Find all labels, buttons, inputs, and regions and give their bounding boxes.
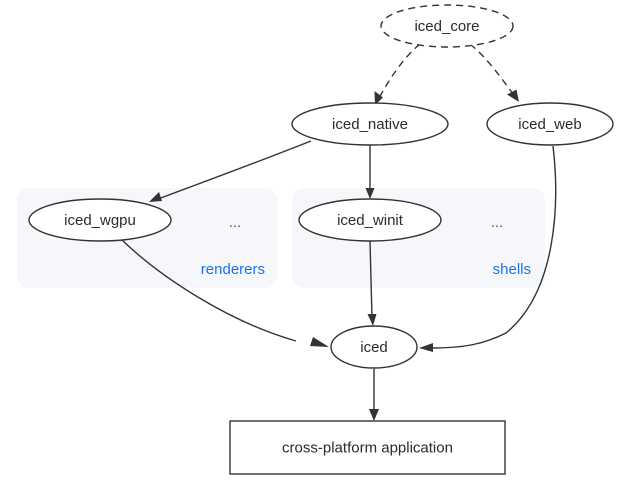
node-cross-platform-application[interactable]: cross-platform application: [229, 420, 506, 475]
edge-wgpu-to-iced-arrowhead: [310, 337, 329, 347]
edge-native-to-winit-arrowhead: [365, 188, 375, 199]
node-cross-platform-application-shape[interactable]: [229, 420, 506, 475]
edge-core-to-web-line: [469, 43, 514, 95]
edge-wgpu-to-iced-line: [120, 238, 297, 342]
edge-core-to-native-line: [378, 43, 421, 99]
edge-winit-to-iced: [367, 240, 377, 326]
edge-web-to-iced: [419, 145, 557, 352]
node-iced-native[interactable]: iced_native: [291, 102, 449, 146]
node-iced-wgpu-label: iced_wgpu: [64, 212, 136, 229]
node-iced-native-label: iced_native: [332, 116, 408, 133]
node-iced-native-shape[interactable]: [291, 102, 449, 146]
node-iced-wgpu-shape[interactable]: [28, 198, 172, 242]
edge-native-to-wgpu: [149, 140, 312, 202]
node-iced-core[interactable]: iced_core: [380, 4, 514, 48]
edge-wgpu-to-iced: [120, 238, 329, 347]
edge-native-to-winit: [365, 145, 375, 199]
edge-native-to-wgpu-line: [157, 140, 312, 200]
edge-iced-to-app-arrowhead: [369, 409, 379, 421]
edge-web-to-iced-line: [431, 145, 557, 349]
edge-iced-to-app: [369, 369, 379, 421]
node-iced-wgpu[interactable]: iced_wgpu: [28, 198, 172, 242]
node-iced-core-label: iced_core: [414, 18, 479, 35]
renderers-more-ellipsis: ...: [229, 214, 242, 231]
edge-native-to-wgpu-arrowhead: [149, 192, 162, 202]
node-iced-web-label: iced_web: [518, 116, 581, 133]
edge-winit-to-iced-line: [369, 240, 373, 319]
node-iced[interactable]: iced: [330, 325, 418, 369]
cluster-shells-label: shells: [493, 261, 531, 278]
node-iced-shape[interactable]: [330, 325, 418, 369]
node-iced-label: iced: [360, 339, 388, 356]
edge-layer: [120, 43, 557, 421]
node-iced-winit[interactable]: iced_winit: [298, 198, 442, 242]
edge-core-to-native-arrowhead: [374, 91, 383, 105]
edge-core-to-web: [469, 43, 519, 102]
node-iced-core-shape[interactable]: [380, 4, 514, 48]
edge-core-to-web-arrowhead: [507, 89, 519, 102]
node-iced-web[interactable]: iced_web: [486, 102, 614, 146]
edge-web-to-iced-arrowhead: [419, 343, 433, 352]
edge-winit-to-iced-arrowhead: [367, 314, 377, 326]
node-cross-platform-application-label: cross-platform application: [282, 439, 453, 456]
node-iced-web-shape[interactable]: [486, 102, 614, 146]
shells-more-ellipsis: ...: [491, 214, 504, 231]
node-iced-winit-label: iced_winit: [337, 212, 404, 229]
edge-core-to-native: [374, 43, 421, 105]
node-iced-winit-shape[interactable]: [298, 198, 442, 242]
cluster-renderers-label: renderers: [201, 261, 265, 278]
